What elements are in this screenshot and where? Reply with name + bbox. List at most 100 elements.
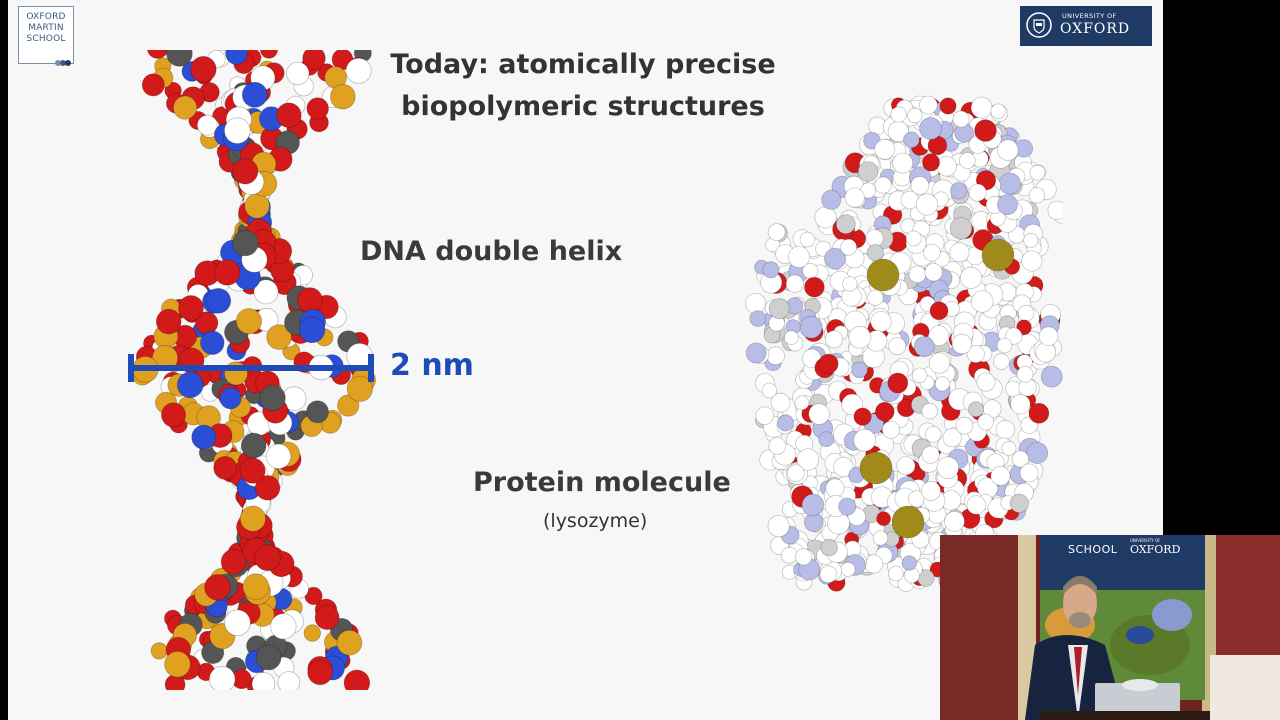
protein-atom [952, 110, 970, 128]
protein-atom [966, 495, 987, 515]
protein-atom [977, 413, 995, 431]
protein-atom [820, 538, 838, 557]
dna-atom [286, 61, 310, 86]
protein-atom [903, 131, 920, 149]
protein-atom [808, 403, 830, 425]
protein-atom [974, 119, 997, 142]
dna-atom [232, 158, 259, 185]
dna-atom [244, 193, 270, 219]
protein-atom [1017, 304, 1035, 322]
protein-atom [786, 464, 805, 483]
protein-atom [838, 497, 857, 516]
protein-atom [762, 261, 780, 279]
dna-atom [178, 295, 204, 321]
dna-atom [266, 324, 292, 350]
dna-atom [224, 609, 251, 637]
dna-atom [336, 629, 363, 656]
protein-sublabel: (lysozyme) [543, 510, 648, 532]
dna-atom [302, 50, 326, 70]
dna-atom [239, 505, 267, 532]
protein-atom [767, 223, 786, 242]
protein-atom [891, 505, 925, 539]
dna-atom [254, 544, 281, 572]
protein-atom [881, 420, 901, 439]
scale-bar [128, 354, 374, 382]
dna-atom [239, 457, 266, 484]
protein-atom [848, 325, 872, 349]
dna-atom [303, 624, 322, 642]
dna-atom [277, 671, 301, 690]
protein-atom [921, 402, 938, 420]
dna-atom [265, 443, 292, 470]
protein-atom [919, 117, 943, 140]
dna-atom [306, 400, 329, 424]
dna-atom [232, 229, 259, 257]
dna-atom [196, 114, 218, 136]
protein-atom [818, 353, 839, 374]
protein-atom [997, 194, 1018, 216]
protein-atom [840, 561, 856, 577]
protein-atom [921, 445, 940, 464]
protein-atom [795, 548, 813, 566]
protein-atom [755, 406, 775, 426]
protein-atom [998, 172, 1021, 195]
dna-atom [314, 605, 340, 630]
protein-atom [888, 337, 907, 356]
dna-atom [155, 308, 182, 335]
protein-atom [929, 301, 949, 321]
dna-atom [204, 573, 231, 601]
protein-atom [874, 138, 896, 160]
university-of-oxford-logo: UNIVERSITY OF OXFORD [1020, 6, 1152, 46]
dna-atom [270, 613, 297, 640]
protein-atom [1021, 250, 1043, 272]
protein-atom [744, 292, 767, 314]
protein-atom [990, 103, 1007, 120]
protein-atom [768, 436, 787, 455]
presentation-slide: OXFORD MARTIN SCHOOL UNIVERSITY OF OXFOR… [8, 0, 1163, 720]
protein-atom [981, 238, 1015, 272]
protein-atom [967, 401, 984, 418]
dna-atom [172, 95, 198, 120]
protein-atom [911, 367, 928, 384]
dna-atom [242, 573, 270, 601]
protein-atom [745, 342, 767, 364]
protein-atom [866, 244, 884, 262]
dna-atom [213, 455, 238, 480]
oxford-crest-icon [1026, 12, 1052, 38]
protein-atom [780, 546, 798, 564]
protein-atom [825, 478, 845, 498]
slide-title-line1: Today: atomically precise [390, 49, 776, 80]
protein-atom [857, 161, 879, 182]
protein-atom [950, 182, 968, 200]
dna-atom [296, 287, 323, 314]
dna-atom [235, 308, 263, 335]
university-of-text: UNIVERSITY OF [1062, 12, 1117, 20]
protein-atom [867, 289, 884, 306]
protein-atom [785, 274, 804, 293]
protein-atom [924, 426, 942, 443]
protein-atom [853, 428, 877, 452]
dna-atom [276, 102, 302, 128]
protein-atom [875, 401, 895, 422]
dna-atom [240, 432, 267, 459]
protein-atom [896, 456, 916, 476]
dna-atom [208, 665, 236, 690]
protein-atom [928, 352, 951, 374]
scale-label: 2 nm [390, 348, 474, 383]
protein-atom [1029, 164, 1046, 181]
protein-atom [1040, 365, 1063, 388]
protein-atom [907, 107, 923, 124]
dna-atom [150, 642, 168, 660]
protein-atom [936, 456, 960, 480]
protein-atom [1001, 440, 1017, 456]
protein-atom [840, 238, 858, 256]
dna-double-helix-image [131, 50, 377, 690]
dna-atom [307, 659, 333, 686]
protein-atom [794, 395, 810, 411]
protein-atom [818, 431, 835, 448]
protein-atom [970, 290, 994, 313]
protein-atom [833, 456, 854, 478]
protein-atom [784, 330, 799, 346]
protein-atom [901, 555, 918, 571]
protein-atom [853, 407, 872, 426]
